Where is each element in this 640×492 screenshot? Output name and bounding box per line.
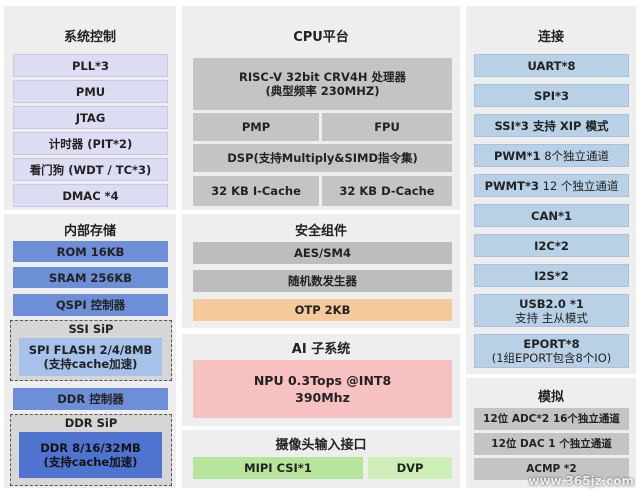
eport-block: EPORT*8 (1组EPORT包含8个IO)	[474, 334, 629, 368]
dac-block: 12位 DAC 1 个独立通道	[474, 433, 629, 455]
watchdog-block: 看门狗 (WDT / TC*3)	[13, 158, 168, 181]
eport-label: EPORT*8	[523, 337, 580, 351]
internal-storage-panel: 内部存储 ROM 16KB SRAM 256KB QSPI 控制器 SSI Si…	[4, 214, 176, 488]
analog-panel: 模拟 12位 ADC*2 16个独立通道 12位 DAC 1 个独立通道 ACM…	[466, 378, 636, 488]
qspi-block: QSPI 控制器	[13, 294, 168, 316]
ddr-sip-group: DDR SiP DDR 8/16/32MB (支持cache加速)	[10, 414, 172, 486]
spi-block: SPI*3	[474, 84, 629, 107]
dvp-block: DVP	[368, 457, 452, 479]
uart-block: UART*8	[474, 54, 629, 77]
ddr-memory-size: DDR 8/16/32MB	[40, 441, 141, 455]
spi-flash-block: SPI FLASH 2/4/8MB (支持cache加速)	[19, 338, 162, 376]
ddr-memory-block: DDR 8/16/32MB (支持cache加速)	[19, 432, 162, 478]
spi-flash-note: (支持cache加速)	[43, 357, 138, 371]
icache-block: 32 KB I-Cache	[193, 176, 319, 206]
cpu-core-frequency: (典型频率 230MHZ)	[265, 84, 380, 98]
pll-block: PLL*3	[13, 54, 168, 77]
pwmt-block: PWMT*3 12 个独立通道	[474, 174, 629, 197]
connectivity-panel: 连接 UART*8 SPI*3 SSI*3 支持 XIP 模式 PWM*1 8个…	[466, 6, 636, 374]
ssi-sip-title: SSI SiP	[68, 322, 114, 336]
ddr-controller-block: DDR 控制器	[13, 388, 168, 410]
usb-mode: 支持 主从模式	[515, 310, 588, 325]
acmp-block: ACMP *2	[474, 458, 629, 480]
fpu-block: FPU	[322, 113, 452, 141]
cpu-core-name: RISC-V 32bit CRV4H 处理器	[239, 70, 406, 84]
rng-block: 随机数发生器	[193, 270, 452, 292]
npu-block: NPU 0.3Tops @INT8 390Mhz	[193, 360, 452, 418]
analog-title: 模拟	[537, 390, 564, 405]
pmu-block: PMU	[13, 80, 168, 103]
ai-subsystem-title: AI 子系统	[291, 342, 351, 357]
npu-frequency: 390Mhz	[295, 390, 350, 405]
watermark-text: www.365jz.com	[528, 474, 634, 488]
camera-input-title: 摄像头输入接口	[275, 438, 367, 453]
can-block: CAN*1	[474, 204, 629, 227]
ddr-sip-title: DDR SiP	[64, 416, 118, 430]
rom-block: ROM 16KB	[13, 241, 168, 262]
spi-flash-size: SPI FLASH 2/4/8MB	[28, 343, 153, 357]
system-control-title: 系统控制	[63, 30, 116, 45]
cpu-platform-panel: CPU平台 RISC-V 32bit CRV4H 处理器 (典型频率 230MH…	[182, 6, 460, 210]
dmac-block: DMAC *4	[13, 184, 168, 207]
usb-label: USB2.0 *1	[519, 296, 584, 311]
cpu-core-block: RISC-V 32bit CRV4H 处理器 (典型频率 230MHZ)	[193, 58, 452, 110]
otp-block: OTP 2KB	[193, 299, 452, 321]
security-title: 安全组件	[294, 224, 347, 239]
ddr-memory-note: (支持cache加速)	[43, 455, 138, 469]
jtag-block: JTAG	[13, 106, 168, 129]
i2s-block: I2S*2	[474, 264, 629, 287]
internal-storage-title: 内部存储	[63, 224, 116, 239]
sram-block: SRAM 256KB	[13, 267, 168, 288]
dcache-block: 32 KB D-Cache	[322, 176, 452, 206]
cpu-platform-title: CPU平台	[293, 30, 349, 45]
pwm-channels: 8个独立通道	[540, 148, 610, 163]
eport-note: (1组EPORT包含8个IO)	[491, 351, 612, 365]
pmp-block: PMP	[193, 113, 319, 141]
camera-input-panel: 摄像头输入接口 MIPI CSI*1 DVP	[182, 430, 460, 488]
system-control-panel: 系统控制 PLL*3 PMU JTAG 计时器 (PIT*2) 看门狗 (WDT…	[4, 6, 176, 210]
ssi-sip-group: SSI SiP SPI FLASH 2/4/8MB (支持cache加速)	[10, 320, 172, 381]
pwm-block: PWM*1 8个独立通道	[474, 144, 629, 167]
pwmt-label: PWMT*3	[484, 178, 539, 193]
adc-block: 12位 ADC*2 16个独立通道	[474, 408, 629, 430]
npu-performance: NPU 0.3Tops @INT8	[253, 373, 392, 388]
timer-block: 计时器 (PIT*2)	[13, 132, 168, 155]
dsp-block: DSP(支持Multiply&SIMD指令集)	[193, 144, 452, 172]
ssi-block: SSI*3 支持 XIP 模式	[474, 114, 629, 137]
pwmt-channels: 12 个独立通道	[538, 178, 619, 193]
usb-block: USB2.0 *1 支持 主从模式	[474, 294, 629, 327]
i2c-block: I2C*2	[474, 234, 629, 257]
security-panel: 安全组件 AES/SM4 随机数发生器 OTP 2KB	[182, 214, 460, 328]
mipi-csi-block: MIPI CSI*1	[193, 457, 363, 479]
ai-subsystem-panel: AI 子系统 NPU 0.3Tops @INT8 390Mhz	[182, 334, 460, 426]
connectivity-title: 连接	[537, 30, 564, 45]
aes-sm4-block: AES/SM4	[193, 242, 452, 264]
pwm-label: PWM*1	[493, 148, 541, 163]
